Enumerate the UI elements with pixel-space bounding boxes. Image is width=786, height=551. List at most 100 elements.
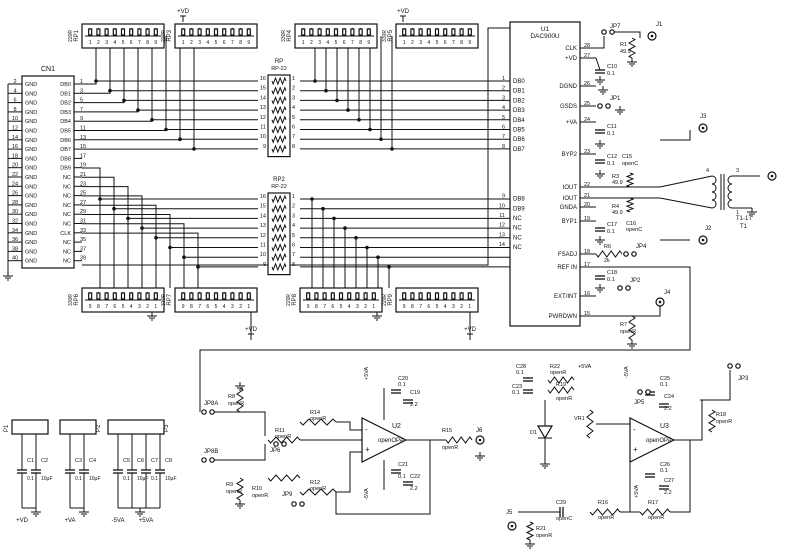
- pack-pin: 4: [427, 40, 430, 46]
- rp-value: RP-22: [271, 66, 287, 72]
- opamp-part: openOPA: [646, 438, 672, 444]
- wire: [670, 440, 691, 513]
- u1-right-label: BYP2: [562, 152, 578, 158]
- pack-resistor: [96, 28, 101, 36]
- wire: [596, 36, 605, 49]
- junction-dot: [357, 118, 361, 122]
- rp-right-pin: 4: [292, 105, 295, 111]
- cn1-right-label: NC: [63, 212, 71, 218]
- r19-value: openR: [556, 396, 572, 402]
- u1-left-label: DB4: [513, 118, 525, 124]
- pack-resistor: [205, 292, 210, 300]
- cn1-right-pin: 7: [80, 107, 83, 113]
- rail-label: +5VA: [578, 364, 592, 370]
- resistor: [271, 243, 287, 252]
- pack-ref: RP1: [74, 29, 80, 41]
- cn1-left-pin: 2: [13, 79, 16, 85]
- pack-ref: RP9: [388, 293, 394, 305]
- pack-pin: 8: [359, 40, 362, 46]
- rp-left-pin: 13: [260, 105, 266, 111]
- supply-label: +VD: [464, 327, 477, 333]
- u1-left-label: NC: [513, 226, 522, 232]
- cap-ref: C5: [123, 458, 130, 464]
- rp-right-pin: 8: [292, 144, 295, 150]
- pack-pin: 8: [315, 304, 318, 310]
- pack-pin: 2: [310, 40, 313, 46]
- u1-right-pin: 21: [584, 193, 590, 199]
- cn1-right-pin: 39: [80, 256, 86, 262]
- junction-dot: [390, 147, 394, 151]
- cn1-right-label: NC: [63, 175, 71, 181]
- u1-right-pin: 28: [584, 43, 590, 49]
- c22-label: C22: [410, 474, 420, 480]
- c28-value: 0.1: [516, 370, 524, 376]
- cn1-left-pin: 24: [12, 181, 18, 187]
- coax-pin: [701, 126, 705, 130]
- rp-right-pin: 8: [292, 262, 295, 268]
- pack-pin: 5: [122, 40, 125, 46]
- opamp-triangle: [629, 417, 676, 463]
- c10-value: 0.1: [607, 71, 615, 77]
- u1-left-pin: 7: [502, 134, 505, 140]
- resistor: [271, 194, 287, 204]
- coax-pin: [770, 174, 774, 178]
- resistor: [271, 96, 287, 105]
- resistor: [586, 409, 594, 439]
- cap-value: 10µF: [137, 476, 149, 482]
- r21-value: openR: [536, 533, 552, 539]
- jumper-pin: [609, 29, 615, 35]
- supply-label: +VD: [245, 327, 258, 333]
- cn1-left-label: GND: [25, 203, 37, 209]
- r14-label: R14: [310, 410, 320, 416]
- u1-left-pin: 2: [502, 86, 505, 92]
- jumper-pin: [605, 103, 611, 109]
- u1-right-pin: 27: [584, 53, 590, 59]
- dac-u1: [509, 21, 581, 327]
- jumper-pin: [597, 103, 603, 109]
- pack-resistor: [434, 292, 440, 300]
- rp-left-pin: 12: [260, 115, 266, 121]
- cn1-left-label: GND: [25, 249, 37, 255]
- cn1-right-pin: 29: [80, 209, 86, 215]
- j1-label: J1: [656, 22, 663, 28]
- c25-label: C25: [660, 376, 670, 382]
- xfmr-pin: 1: [736, 210, 739, 216]
- cn1-left-label: GND: [25, 91, 37, 97]
- pack-resistor: [451, 28, 456, 36]
- rp-right-pin: 3: [292, 213, 295, 219]
- cn1-left-pin: 20: [12, 163, 18, 169]
- cn1-left-pin: 6: [13, 98, 16, 104]
- u1-left-label: DB8: [513, 197, 525, 203]
- r12-value: openR: [310, 486, 326, 492]
- jumper-pin: [201, 409, 207, 415]
- jp5-label: JP5: [634, 400, 645, 406]
- rp-left-pin: 13: [260, 223, 266, 229]
- u1-right-pin: 19: [584, 216, 590, 222]
- rp-left-pin: 12: [260, 233, 266, 239]
- cn1-right-label: DB6: [60, 138, 71, 144]
- pack-resistor: [418, 292, 423, 300]
- transformer-coil: [711, 199, 717, 209]
- pack-resistor: [197, 292, 202, 300]
- u1-left-label: DB2: [513, 98, 525, 104]
- pack-resistor: [137, 28, 142, 36]
- wire: [82, 80, 258, 85]
- cn1-left-pin: 30: [12, 209, 18, 215]
- pack-pin: 1: [372, 304, 375, 310]
- r17-value: openR: [648, 515, 664, 521]
- u1-left-pin: 4: [502, 105, 505, 111]
- r8-value: openR: [228, 401, 244, 407]
- j6-label: J6: [476, 428, 483, 434]
- power-connector-p2: [59, 419, 97, 435]
- series-resistor-network: [267, 74, 291, 158]
- resistor: [267, 474, 301, 482]
- resistor: [271, 86, 287, 96]
- u1-right-label: +VD: [565, 56, 578, 62]
- junction-dot: [379, 137, 383, 141]
- rp-left-pin: 10: [260, 134, 266, 140]
- rp-left-pin: 16: [260, 194, 266, 200]
- u1-left-label: DB5: [513, 128, 525, 134]
- cn1-right-pin: 3: [80, 88, 83, 94]
- pack-resistor: [129, 292, 134, 300]
- wire: [82, 129, 258, 131]
